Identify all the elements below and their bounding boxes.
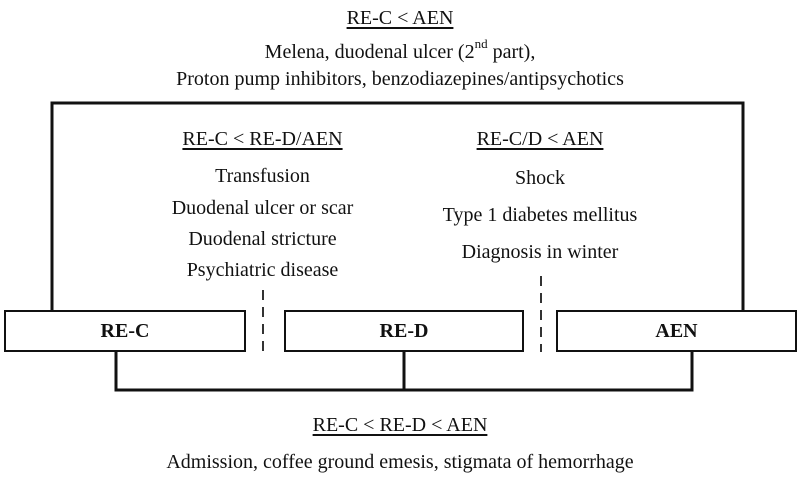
right-group-heading: RE-C/D < AEN bbox=[476, 128, 604, 150]
box-re-d: RE-D bbox=[284, 310, 524, 352]
top-line-1: Melena, duodenal ulcer (2nd part), bbox=[264, 36, 536, 63]
top-line-2: Proton pump inhibitors, benzodiazepines/… bbox=[176, 68, 624, 90]
bottom-heading: RE-C < RE-D < AEN bbox=[312, 414, 488, 436]
right-item-3: Diagnosis in winter bbox=[461, 241, 619, 263]
left-item-2: Duodenal ulcer or scar bbox=[171, 197, 354, 219]
box-aen: AEN bbox=[556, 310, 797, 352]
bottom-line: Admission, coffee ground emesis, stigmat… bbox=[166, 451, 634, 473]
left-item-4: Psychiatric disease bbox=[186, 259, 339, 281]
outer-bracket bbox=[50, 101, 745, 310]
right-item-2: Type 1 diabetes mellitus bbox=[442, 204, 638, 226]
top-heading: RE-C < AEN bbox=[346, 7, 454, 29]
left-item-1: Transfusion bbox=[215, 165, 310, 187]
left-group-heading: RE-C < RE-D/AEN bbox=[182, 128, 343, 150]
box-re-c: RE-C bbox=[4, 310, 246, 352]
right-item-1: Shock bbox=[515, 167, 565, 189]
left-item-3: Duodenal stricture bbox=[188, 228, 337, 250]
